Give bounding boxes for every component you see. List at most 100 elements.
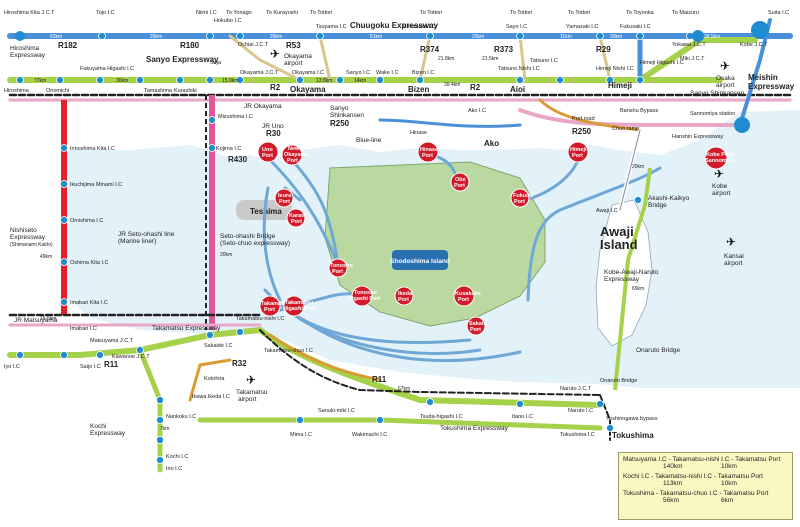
svg-text:49km: 49km (40, 254, 52, 260)
honshu-roads (7, 18, 793, 212)
svg-text:Awaji I.C: Awaji I.C (596, 208, 618, 214)
legend-route: Tokushima - Takamatsu-chuo I.C - Takamat… (623, 490, 769, 497)
svg-text:Imabari I.C: Imabari I.C (70, 326, 97, 332)
svg-text:28km: 28km (270, 34, 282, 40)
svg-text:14km: 14km (354, 78, 366, 84)
awaji-label-line2: Island (600, 237, 638, 252)
svg-text:Sakaide I.C: Sakaide I.C (204, 343, 232, 349)
svg-text:To Tottori: To Tottori (568, 10, 590, 16)
svg-text:Port: Port (264, 307, 275, 313)
label-meishin-1: Meishin (748, 73, 778, 82)
svg-text:Itano I.C: Itano I.C (512, 414, 533, 420)
svg-text:Port: Port (398, 297, 409, 303)
svg-text:Takamatsu: Takamatsu (285, 300, 313, 306)
label-seto-ohashi-line-1: JR Seto-ohashi line (118, 231, 175, 238)
svg-text:Tsuda-higashi I.C: Tsuda-higashi I.C (420, 414, 463, 420)
route-number: R430 (228, 155, 248, 164)
svg-text:20km: 20km (610, 34, 622, 40)
svg-text:Port: Port (287, 158, 298, 164)
svg-text:67km: 67km (398, 386, 410, 392)
label-kobe-awaji-naruto-1: Kobe-Awaji-Naruto (604, 269, 659, 276)
route-number: R11 (372, 375, 387, 384)
legend-row: Tokushima - Takamatsu-chuo I.C - Takamat… (623, 490, 788, 504)
svg-text:Karato: Karato (289, 213, 307, 219)
svg-text:15.9km: 15.9km (222, 78, 238, 84)
svg-text:Ochiai J.C.T: Ochiai J.C.T (238, 42, 269, 48)
svg-text:Kotohira: Kotohira (204, 376, 225, 382)
svg-text:39.4km: 39.4km (444, 82, 460, 88)
svg-text:To Yonago: To Yonago (226, 10, 252, 16)
airport-takamatsu[interactable]: Takamatsu (236, 389, 268, 396)
route-number: R182 (58, 41, 78, 50)
legend-distance: 140km (663, 463, 683, 470)
svg-text:Tatsuno Nishi I.C: Tatsuno Nishi I.C (498, 66, 540, 72)
svg-text:Mimasaka I.C: Mimasaka I.C (402, 24, 436, 30)
svg-text:Naruto I.C: Naruto I.C (568, 408, 593, 414)
svg-text:Fukuda: Fukuda (513, 193, 533, 199)
svg-text:Aioi: Aioi (510, 85, 525, 94)
svg-text:11km: 11km (560, 34, 572, 40)
svg-text:Suita I.C: Suita I.C (768, 10, 789, 16)
svg-text:Kusakabe: Kusakabe (455, 291, 481, 297)
svg-text:Sanyo I.C: Sanyo I.C (346, 70, 370, 76)
svg-text:20km: 20km (632, 164, 644, 170)
legend-distance: 10km (721, 463, 737, 470)
airport-okayama[interactable]: Okayama (284, 53, 312, 60)
route-number: R11 (104, 360, 119, 369)
svg-text:21.5km: 21.5km (482, 56, 498, 62)
svg-text:Hinase: Hinase (410, 130, 427, 136)
svg-text:Ikuchijima Minami I.C: Ikuchijima Minami I.C (70, 182, 122, 188)
airport-kansai[interactable]: Kansai (724, 253, 744, 260)
svg-text:Tsuyama I.C: Tsuyama I.C (316, 24, 347, 30)
svg-text:Innoshima Kita I.C: Innoshima Kita I.C (70, 146, 115, 152)
svg-text:Bizen I.C: Bizen I.C (412, 70, 434, 76)
airport-osaka[interactable]: Osaka (716, 75, 735, 82)
legend-route: Matsuyama I.C - Takamatsu-nishi I.C - Ta… (623, 456, 781, 463)
svg-text:Chuo ramp: Chuo ramp (612, 126, 639, 132)
svg-text:Ino I.C: Ino I.C (166, 466, 182, 472)
legend-distance: 10km (721, 480, 737, 487)
airport-kobe-line2: airport (712, 190, 731, 197)
svg-text:Port: Port (279, 199, 290, 205)
svg-text:Himeji: Himeji (608, 81, 632, 90)
svg-text:Tonosho: Tonosho (330, 263, 353, 269)
label-meishin-2: Expressway (748, 82, 795, 91)
legend-distance: 6km (721, 497, 734, 504)
label-nishiseto-3: (Shimanami Kaido) (10, 242, 53, 248)
svg-text:To Tottori: To Tottori (510, 10, 532, 16)
airport-kobe[interactable]: Kobe (712, 183, 728, 190)
svg-text:Himeji Higashi I.C: Himeji Higashi I.C (640, 60, 684, 66)
svg-text:62km: 62km (50, 34, 62, 40)
label-tokushima-expressway: Tokushima Expressway (440, 425, 509, 432)
svg-text:Sanuki-miki I.C: Sanuki-miki I.C (318, 408, 355, 414)
airport-osaka-line2: airport (716, 82, 735, 89)
shodoshima-label: Shodoshima Island (390, 258, 450, 265)
svg-text:20km: 20km (220, 252, 232, 258)
svg-text:16.5km: 16.5km (40, 316, 56, 322)
svg-text:Okayama J.C.T: Okayama J.C.T (240, 70, 279, 76)
label-sanyo-shinkansen-east: Sanyo Shinkansen (690, 90, 745, 97)
airport-okayama-line2: airport (284, 60, 303, 67)
airplane-icon: ✈ (246, 373, 256, 387)
svg-text:Hanshin Expressway: Hanshin Expressway (672, 134, 724, 140)
svg-text:21.8km: 21.8km (438, 56, 454, 62)
airplane-icon: ✈ (720, 59, 730, 73)
label-sanyo-expressway: Sanyo Expressway (146, 55, 219, 64)
